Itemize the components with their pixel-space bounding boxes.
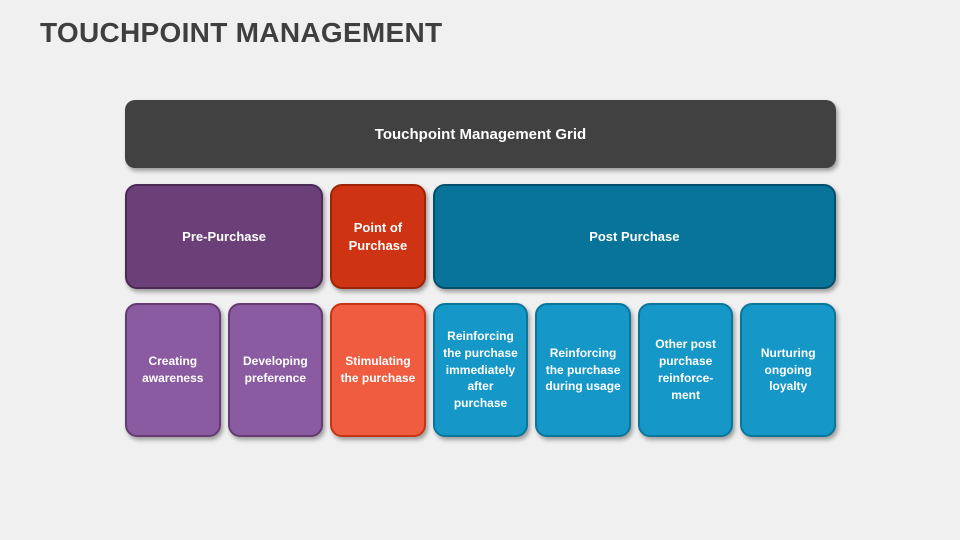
stage-label: Post Purchase xyxy=(589,228,680,244)
stage-row: Pre-Purchase Point of Purchase Post Purc… xyxy=(125,184,836,289)
touchpoint-label: Reinforcing the purchase immediately aft… xyxy=(443,329,518,411)
stage-point-of-purchase: Point of Purchase xyxy=(330,184,426,289)
touchpoint-other-reinforcement: Other post purchase reinforce-ment xyxy=(637,303,734,437)
touchpoint-label: Creating awareness xyxy=(142,354,204,385)
touchpoint-reinforcing-immediately: Reinforcing the purchase immediately aft… xyxy=(432,303,529,437)
grid-header: Touchpoint Management Grid xyxy=(125,100,836,168)
touchpoint-stimulating-purchase: Stimulating the purchase xyxy=(330,303,426,437)
touchpoint-developing-preference: Developing preference xyxy=(227,303,324,437)
touchpoint-grid: Touchpoint Management Grid Pre-Purchase … xyxy=(125,100,836,437)
touchpoint-label: Reinforcing the purchase during usage xyxy=(545,345,621,394)
touchpoint-nurturing-loyalty: Nurturing ongoing loyalty xyxy=(740,303,836,437)
stage-label: Point of Purchase xyxy=(348,219,408,253)
stage-pre-purchase: Pre-Purchase xyxy=(125,184,324,289)
touchpoint-reinforcing-during-usage: Reinforcing the purchase during usage xyxy=(535,303,631,437)
touchpoint-row: Creating awareness Developing preference… xyxy=(125,303,836,437)
touchpoint-creating-awareness: Creating awareness xyxy=(125,303,221,437)
stage-post-purchase: Post Purchase xyxy=(432,184,836,289)
stage-label: Pre-Purchase xyxy=(182,228,266,244)
grid-header-label: Touchpoint Management Grid xyxy=(374,125,587,143)
page-title: TOUCHPOINT MANAGEMENT xyxy=(40,17,443,48)
touchpoint-label: Developing preference xyxy=(243,354,308,385)
touchpoint-label: Nurturing ongoing loyalty xyxy=(760,345,816,394)
touchpoint-label: Stimulating the purchase xyxy=(340,354,416,385)
touchpoint-label: Other post purchase reinforce-ment xyxy=(655,337,716,402)
